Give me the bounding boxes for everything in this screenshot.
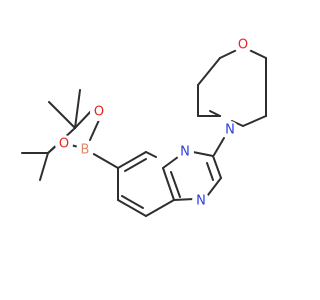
atom-label: N (225, 123, 235, 138)
molecule-structure: O N N N B O O (21, 36, 267, 217)
bond (162, 167, 175, 201)
atom-layer: O N N N B O O (55, 36, 252, 210)
bond (145, 199, 175, 217)
atom-label: N (180, 145, 190, 160)
bond (48, 101, 76, 129)
atom-boronate-oxygen-upper: O (90, 103, 108, 121)
structure-canvas: O N N N B O O (21, 36, 267, 217)
atom-boron: B (76, 141, 94, 159)
bond (91, 152, 119, 169)
atom-morpholine-nitrogen: N (221, 121, 239, 139)
bond (117, 199, 147, 217)
bond-layer (21, 46, 267, 217)
bond (192, 151, 214, 157)
atom-label: O (59, 137, 69, 152)
atom-label: O (94, 105, 104, 120)
bond (231, 120, 244, 127)
bond (124, 158, 147, 172)
bond (173, 198, 195, 201)
bond (212, 155, 222, 179)
bond (213, 137, 225, 156)
bond (206, 162, 214, 181)
bond (74, 108, 94, 129)
bond (170, 171, 181, 198)
atom-label: N (196, 194, 206, 209)
atom-label: O (238, 38, 248, 53)
bond (89, 119, 100, 141)
bond (197, 57, 221, 86)
bond (145, 151, 157, 158)
bond (121, 195, 144, 209)
bond (207, 177, 222, 196)
bond (242, 115, 267, 127)
bond (74, 89, 81, 129)
bond (162, 156, 179, 169)
atom-morpholine-oxygen: O (234, 36, 252, 54)
bond (39, 152, 49, 181)
atom-boronate-oxygen-lower: O (55, 135, 73, 153)
atom-pyridine-nitrogen: N (176, 143, 194, 161)
bond (117, 151, 147, 169)
atom-imidazole-nitrogen: N (192, 192, 210, 210)
atom-label: B (81, 143, 90, 158)
